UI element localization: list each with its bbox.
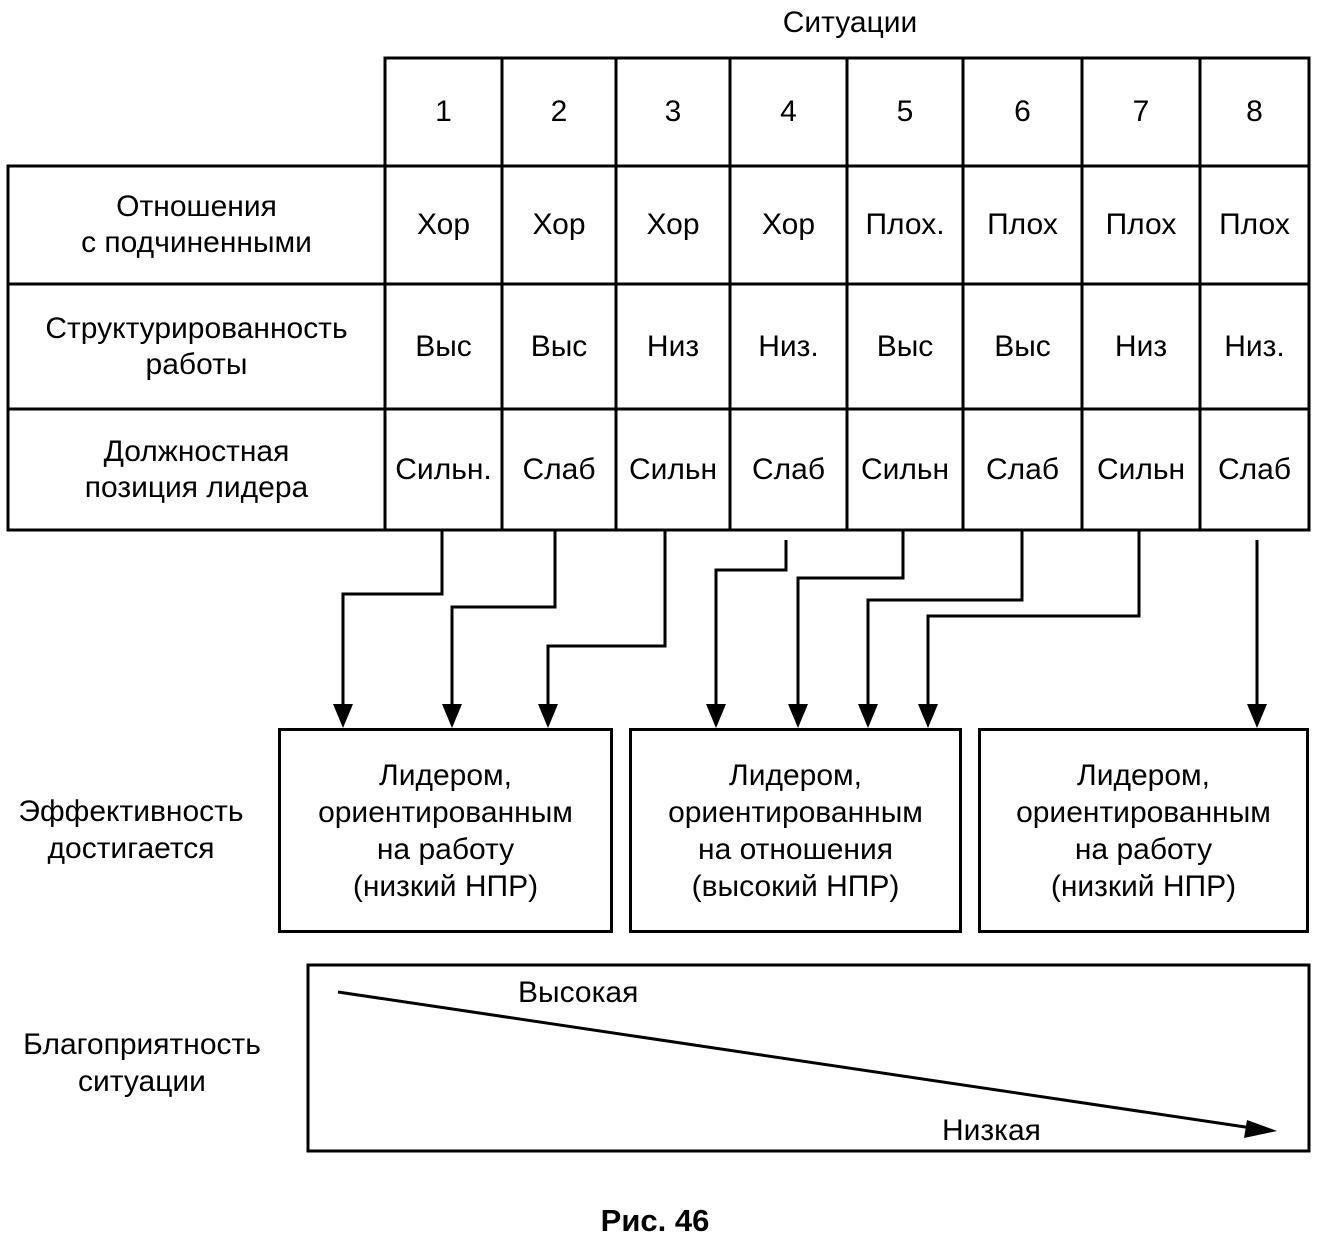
favorability-box: [306, 963, 1311, 1153]
table-cell: Выс: [994, 329, 1051, 363]
row-label-structure: Структурированность работы: [45, 311, 348, 381]
table-cell: Плох: [987, 208, 1058, 241]
table-cell: Низ.: [758, 329, 819, 363]
connector-7: [926, 530, 1141, 708]
situation-number: 6: [1014, 95, 1031, 128]
situations-header: Ситуации: [782, 6, 918, 39]
situation-number: 1: [435, 95, 452, 128]
table-cell: Плох.: [865, 208, 945, 241]
situation-number: 7: [1132, 95, 1150, 128]
favorability-arrowhead: [1244, 1120, 1277, 1138]
connector-3: [546, 530, 667, 708]
arrowhead-4: [706, 704, 726, 728]
connector-4: [714, 540, 788, 708]
situation-number: 2: [550, 95, 568, 128]
table-cell: Выс: [876, 329, 934, 363]
table-cell: Хор: [416, 208, 471, 241]
arrowhead-2: [442, 704, 462, 728]
connector-6: [866, 530, 1024, 708]
figure-caption: Рис. 46: [600, 1203, 710, 1238]
table-cell: Сильн.: [395, 452, 492, 486]
favorability-label: Благоприятность ситуации: [23, 1028, 261, 1098]
table-cell: Хор: [532, 208, 586, 241]
table-cell: Слаб: [985, 452, 1060, 486]
table-cell: Хор: [761, 208, 816, 241]
situation-number: 4: [780, 95, 797, 128]
favorability-low-label: Низкая: [942, 1114, 1041, 1147]
table-cell: Плох: [1105, 208, 1177, 241]
connector-lines: [341, 530, 1259, 708]
table-cell: Слаб: [522, 452, 596, 486]
leader-box-task-2: Лидером, ориентированным на работу (низк…: [978, 728, 1309, 933]
connector-1: [341, 530, 444, 708]
table-cell: Низ.: [1224, 329, 1285, 363]
table-cell: Слаб: [1217, 452, 1292, 486]
effectiveness-label: Эффективность достигается: [18, 795, 244, 865]
table-cell: Плох: [1219, 208, 1290, 241]
favorability-high-label: Высокая: [518, 976, 639, 1009]
row-label-relations: Отношения с подчиненными: [81, 190, 312, 259]
favorability-arrow-line: [337, 990, 1253, 1130]
connector-2: [450, 530, 557, 708]
row-label-position: Должностная позиция лидера: [84, 434, 309, 504]
situation-number: 8: [1246, 95, 1263, 128]
situation-number: 3: [664, 95, 682, 128]
arrowhead-8: [1247, 704, 1267, 728]
leader-box-task-1: Лидером, ориентированным на работу (низк…: [278, 728, 613, 933]
leader-box-relations: Лидером, ориентированным на отношения (в…: [629, 728, 962, 933]
table-cell: Сильн: [860, 452, 950, 486]
table-cell: Хор: [646, 208, 700, 241]
table-cell: Слаб: [751, 452, 826, 486]
arrowhead-6: [858, 704, 878, 728]
table-cell: Сильн: [628, 452, 718, 486]
connector-5: [796, 530, 905, 708]
table-cell: Низ: [646, 329, 700, 363]
arrowhead-7: [918, 704, 938, 728]
situation-number: 5: [896, 95, 914, 128]
arrowheads: [333, 704, 1267, 728]
arrowhead-5: [788, 704, 808, 728]
table-cell: Сильн: [1096, 452, 1186, 486]
arrowhead-3: [538, 704, 558, 728]
table-cell: Выс: [415, 329, 472, 363]
table-cell: Низ: [1114, 329, 1168, 363]
arrowhead-1: [333, 704, 353, 728]
table-cell: Выс: [530, 329, 588, 363]
